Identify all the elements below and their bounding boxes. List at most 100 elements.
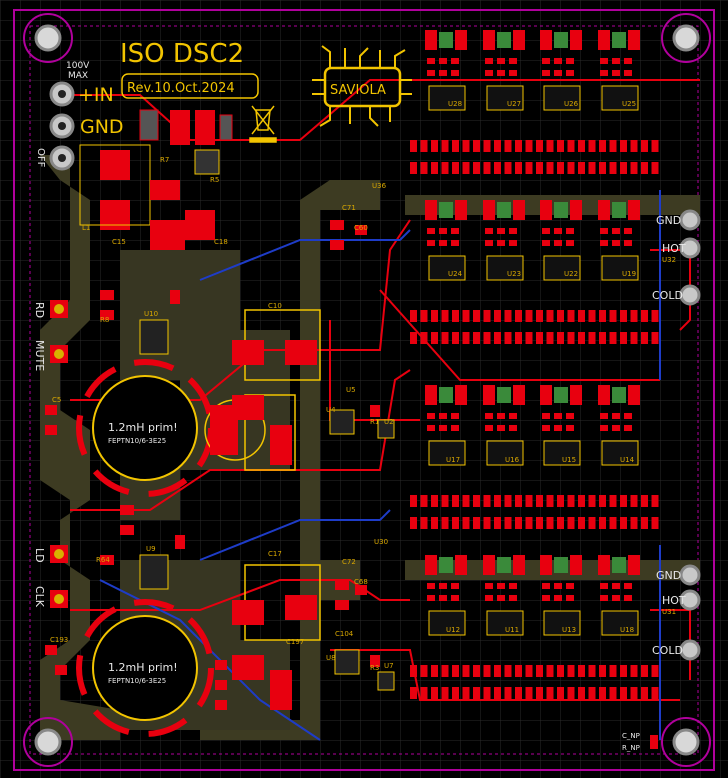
np-pads	[650, 735, 658, 749]
saviola-logo	[312, 45, 412, 127]
pour-strip-1	[405, 195, 700, 215]
ref-u12: U12	[446, 626, 460, 634]
ref-u13: U13	[562, 626, 576, 634]
output-stage-cell	[598, 385, 640, 466]
ref-u19: U19	[622, 270, 636, 278]
ref-r3: R3	[370, 664, 379, 672]
transformer-2-inductance: 1.2mH prim!	[108, 661, 178, 674]
ref-c72: C72	[342, 558, 356, 566]
output-2-reg: U31	[662, 608, 676, 616]
ref-c68: C68	[354, 578, 368, 586]
output-stage-cell	[540, 385, 582, 466]
ref-c10: C10	[268, 302, 282, 310]
output-2-cold: COLD	[652, 644, 683, 657]
transformer-2-part: FEPTN10/6-3E25	[108, 677, 166, 685]
rd-label: RD	[33, 302, 46, 318]
ref-u7: U7	[384, 662, 394, 670]
output-stage-cell	[425, 200, 467, 281]
weee-symbol-icon	[249, 105, 277, 143]
logo-text: SAVIOLA	[330, 83, 386, 98]
ref-u30: U30	[374, 538, 388, 546]
ic-packages	[139, 319, 395, 691]
pour-strip-2	[405, 560, 700, 580]
output-stage-cell	[540, 555, 582, 636]
pour-stage1	[120, 250, 290, 520]
ref-u16: U16	[505, 456, 520, 464]
output-stage-cell	[483, 200, 525, 281]
output-1-hot: HOT	[662, 242, 686, 255]
output-stage-cell	[425, 385, 467, 466]
transformer-1-part: FEPTN10/6-3E25	[108, 437, 166, 445]
ref-c104: C104	[335, 630, 354, 638]
cap-pads	[232, 340, 317, 710]
ref-c15: C15	[112, 238, 126, 246]
ref-u27: U27	[507, 100, 521, 108]
voltage-label: 100V	[66, 61, 90, 71]
output-stage-cell	[483, 555, 525, 636]
ref-u17: U17	[446, 456, 460, 464]
ref-u11: U11	[505, 626, 519, 634]
output-stage-cell	[425, 30, 467, 111]
ref-u15: U15	[562, 456, 576, 464]
output-stage-cell	[540, 30, 582, 111]
transformer-cores	[76, 359, 266, 737]
board-title: ISO DSC2	[120, 39, 244, 69]
board-outline	[13, 9, 715, 771]
output-stage-array	[410, 30, 659, 699]
ref-u23: U23	[507, 270, 521, 278]
output-stage-cell	[483, 385, 525, 466]
resistor-pad-row	[410, 495, 659, 529]
resistor-pad-row	[410, 665, 659, 699]
ref-r5: R5	[210, 176, 219, 184]
ref-c197: C197	[286, 638, 304, 646]
board-revision: Rev.10.Oct.2024	[127, 81, 235, 96]
clk-label: CLK	[33, 586, 46, 608]
mute-label: MUTE	[33, 340, 46, 371]
rnp-label: R_NP	[622, 744, 640, 752]
ref-u22: U22	[564, 270, 578, 278]
output-2-hot: HOT	[662, 594, 686, 607]
ref-c71: C71	[342, 204, 356, 212]
ref-u4: U4	[326, 406, 336, 414]
ref-c193: C193	[50, 636, 68, 644]
gnd-label: GND	[80, 116, 124, 138]
output-stage-cell	[598, 200, 640, 281]
ref-u10: U10	[144, 310, 158, 318]
output-stage-cell	[598, 30, 640, 111]
ld-label: LD	[33, 548, 46, 563]
ref-c18: C18	[214, 238, 228, 246]
in-label: +IN	[78, 84, 114, 106]
output-connectors	[679, 209, 701, 661]
cnp-label: C_NP	[622, 732, 640, 740]
ref-u28: U28	[448, 100, 462, 108]
ref-u9: U9	[146, 545, 156, 553]
output-stage-cell	[483, 30, 525, 111]
ref-l1: L1	[82, 224, 90, 232]
ref-u24: U24	[448, 270, 463, 278]
power-section	[79, 109, 233, 250]
resistor-pad-row	[410, 310, 659, 344]
ref-r8: R8	[100, 316, 109, 324]
output-stage-cell	[540, 200, 582, 281]
output-1-cold: COLD	[652, 289, 683, 302]
output-1-reg: U32	[662, 256, 676, 264]
ref-r7: R7	[160, 156, 169, 164]
mounting-holes	[23, 13, 711, 767]
output-1-gnd: GND	[656, 214, 681, 227]
power-pads	[49, 81, 75, 171]
ref-c17: C17	[268, 550, 282, 558]
board-keepout	[29, 25, 699, 755]
revision-box	[121, 73, 259, 99]
ref-u2: U2	[384, 418, 394, 426]
ref-u5: U5	[346, 386, 356, 394]
ref-u25: U25	[622, 100, 636, 108]
off-label: OFF	[35, 148, 46, 168]
ref-u18: U18	[620, 626, 634, 634]
ref-u36: U36	[372, 182, 387, 190]
ref-c60: C60	[354, 224, 368, 232]
ref-u8: U8	[326, 654, 336, 662]
resistor-pad-row	[410, 140, 659, 174]
ref-r64: R64	[96, 556, 110, 564]
